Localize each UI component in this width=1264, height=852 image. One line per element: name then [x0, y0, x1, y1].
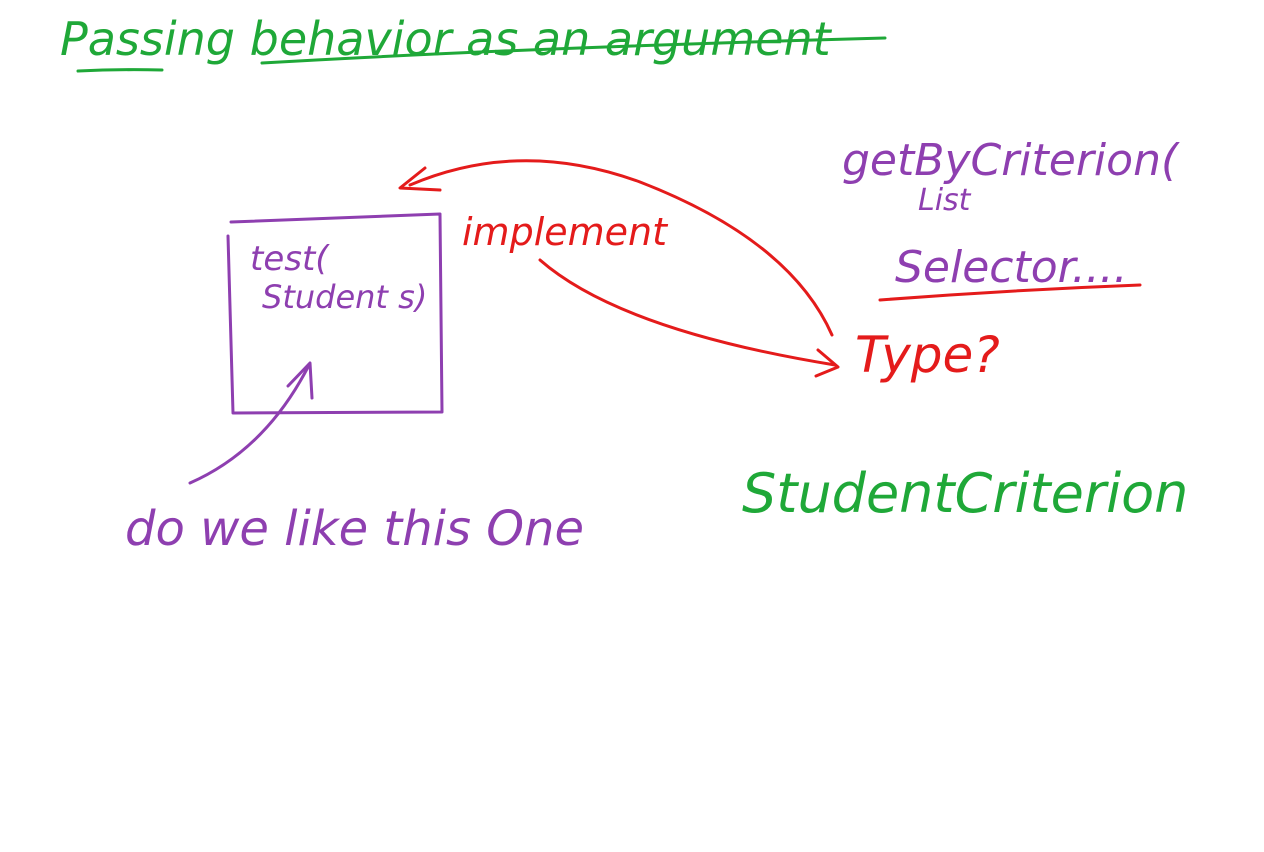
- type-question-text: Type?: [855, 326, 1000, 384]
- box-line-2: Student s): [262, 278, 427, 316]
- selector-underline: [878, 283, 1142, 302]
- title-underline-passing: [76, 68, 164, 73]
- upper-arrow-shaft: [408, 159, 834, 337]
- test-box: [226, 212, 444, 415]
- student-criterion-text: StudentCriterion: [742, 462, 1188, 525]
- lower-arrow-shaft: [538, 258, 837, 367]
- method-line-2: List: [918, 183, 972, 218]
- bottom-note-arrow-head: [286, 361, 314, 400]
- box-line-1: test(: [250, 239, 330, 279]
- bottom-note-text: do we like this One: [125, 501, 584, 557]
- method-line-1: getByCriterion(: [842, 135, 1180, 186]
- implement-text: implement: [462, 210, 669, 254]
- method-line-3: Selector....: [895, 242, 1128, 293]
- title-text: Passing behavior as an argument: [60, 12, 833, 66]
- title-underline-behavior: [260, 36, 887, 65]
- bottom-note-arrow-shaft: [188, 365, 310, 485]
- lower-arrow-head: [814, 348, 840, 378]
- upper-arrow-head: [398, 166, 442, 192]
